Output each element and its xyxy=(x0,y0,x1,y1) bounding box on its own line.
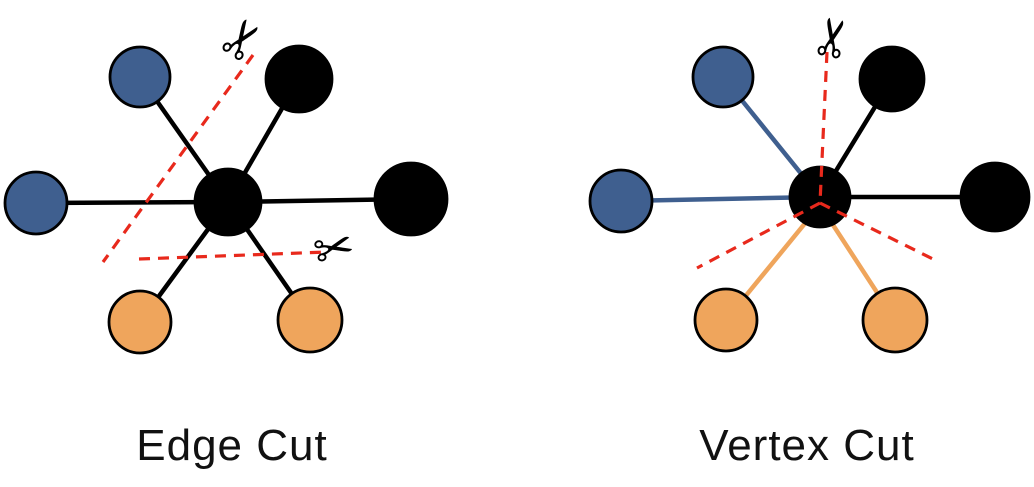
cut-line xyxy=(101,54,255,263)
cut-line xyxy=(138,250,328,261)
vertexcut-node-blue-top-left xyxy=(691,45,755,109)
cuts-layer xyxy=(101,51,938,270)
vertexcut-node-center xyxy=(788,165,852,229)
edgecut-node-blue-left xyxy=(3,170,69,236)
scissors-icon: ✂ xyxy=(308,217,361,281)
edgecut-node-blue-top-left xyxy=(108,45,172,109)
scissors-icon: ✂ xyxy=(800,10,868,65)
vertexcut-node-black-top-right xyxy=(858,45,926,113)
vertex-cut-label: Vertex Cut xyxy=(699,421,914,470)
vertexcut-node-blue-left xyxy=(588,168,654,234)
cut-line xyxy=(819,201,938,263)
cut-line xyxy=(696,201,821,270)
vertexcut-node-orange-bottom-right xyxy=(861,286,929,354)
graph-edge xyxy=(618,194,823,204)
edgecut-node-center xyxy=(193,167,263,237)
edgecut-node-black-right xyxy=(373,161,449,237)
cut-line xyxy=(818,51,829,204)
edgecut-node-orange-bottom-right xyxy=(276,286,344,354)
nodes-layer xyxy=(3,44,1031,355)
edge-cut-label: Edge Cut xyxy=(136,421,327,470)
edgecut-node-black-top-right xyxy=(264,44,334,114)
edgecut-node-orange-bottom-left xyxy=(107,289,173,355)
vertexcut-node-black-right xyxy=(959,161,1031,233)
vertexcut-node-orange-bottom-left xyxy=(693,287,759,353)
